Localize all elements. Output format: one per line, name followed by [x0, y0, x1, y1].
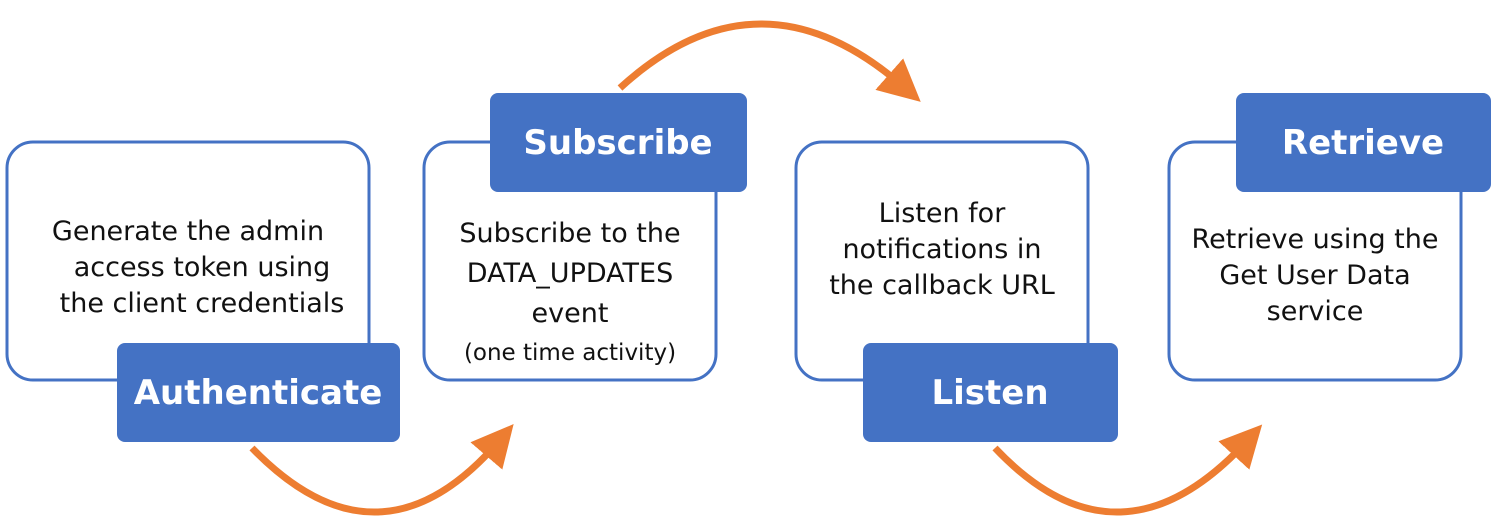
step-description-line: Subscribe to the	[459, 218, 680, 249]
step-description-line: notifications in	[842, 234, 1041, 265]
step-description-line: DATA_UPDATES	[467, 258, 673, 289]
step-label: Listen	[931, 373, 1048, 413]
step-authenticate: Generate the admin access token using th…	[5, 140, 400, 442]
step-description-line: access token using	[74, 252, 331, 283]
step-listen: Listen for notifications in the callback…	[794, 140, 1118, 442]
step-label-box	[117, 343, 400, 442]
step-description-line: Listen for	[879, 198, 1007, 229]
step-note: (one time activity)	[464, 340, 676, 366]
arrow-subscribe-to-listen	[617, 20, 921, 102]
step-retrieve: Retrieve Retrieve using the Get User Dat…	[1167, 93, 1491, 382]
arrow-listen-to-retrieve	[992, 424, 1263, 516]
step-description-line: Get User Data	[1219, 260, 1410, 291]
step-label-box	[863, 343, 1118, 442]
step-label: Authenticate	[134, 373, 383, 413]
step-description-line: Generate the admin	[52, 216, 324, 247]
step-description-line: Retrieve using the	[1192, 224, 1439, 255]
step-description-line: the client credentials	[60, 288, 345, 319]
step-description-line: the callback URL	[829, 270, 1055, 301]
step-label: Retrieve	[1282, 123, 1444, 163]
step-description-line: service	[1267, 296, 1364, 327]
step-label-box	[490, 93, 747, 192]
step-description-line: event	[532, 298, 609, 329]
step-label: Subscribe	[523, 123, 712, 163]
arrow-authenticate-to-subscribe	[249, 424, 514, 516]
step-subscribe: Subscribe Subscribe to the DATA_UPDATES …	[422, 93, 747, 382]
step-label-box	[1236, 93, 1491, 192]
